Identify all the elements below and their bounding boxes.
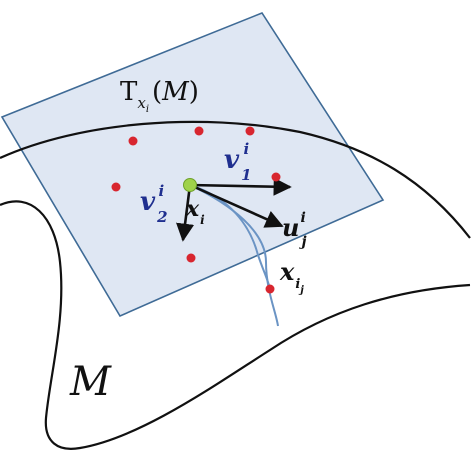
sample-point xyxy=(194,126,204,136)
base-point xyxy=(183,178,197,192)
neighbor-point-label: xij xyxy=(279,257,304,296)
tangent-plane-label: Txi(M) xyxy=(120,77,199,115)
sample-point xyxy=(245,126,255,136)
base-point-label: xi xyxy=(185,196,205,227)
vector-v1-arrow xyxy=(189,177,292,196)
neighbor-point xyxy=(265,284,275,294)
geodesic-curve-outer xyxy=(189,184,279,327)
manifold-label: M xyxy=(69,359,112,405)
manifold-top-curve xyxy=(0,120,471,239)
tangent-plane xyxy=(0,12,385,318)
sample-point xyxy=(111,182,121,192)
vector-u-arrow xyxy=(189,183,284,228)
sample-point xyxy=(128,136,138,146)
vector-v2-arrow xyxy=(176,184,195,242)
manifold-outer-curve xyxy=(0,200,471,450)
sample-point xyxy=(186,253,196,263)
sample-point xyxy=(271,172,281,182)
